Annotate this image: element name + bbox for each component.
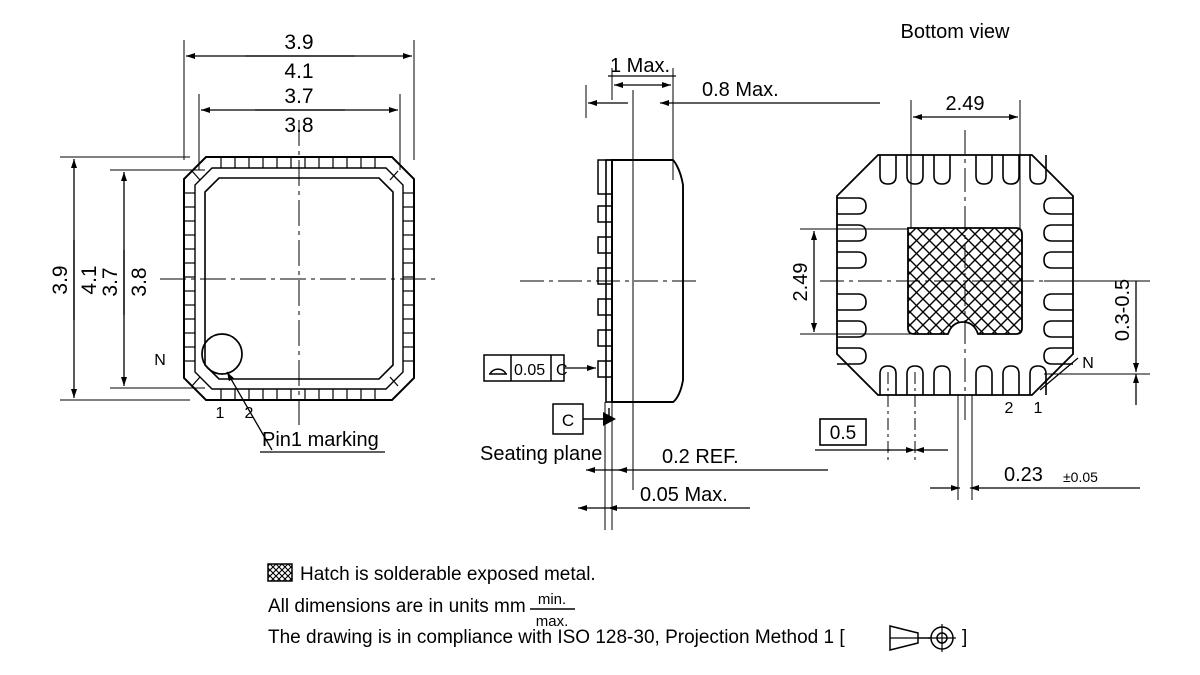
pin1-marking-label: Pin1 marking bbox=[262, 429, 379, 451]
top-body-height-max-label: 3.8 bbox=[128, 267, 151, 296]
bottom-dim-pad-height: 2.49 bbox=[790, 228, 916, 335]
notes-group: Hatch is solderable exposed metal. All d… bbox=[267, 563, 967, 652]
bottom-pads-bottom bbox=[879, 365, 1047, 395]
side-dim-standoff: 0.05 Max. bbox=[578, 484, 750, 511]
units-note-label: All dimensions are in units mm bbox=[268, 596, 526, 617]
package-body-outline bbox=[204, 177, 394, 380]
top-body-height-min-label: 3.7 bbox=[99, 267, 122, 296]
bottom-pads-right bbox=[1043, 197, 1073, 365]
min-label: min. bbox=[538, 591, 566, 608]
top-view-leads-right bbox=[403, 192, 414, 362]
bottom-dim-pad-width: 2.49 bbox=[910, 93, 1021, 235]
top-dim-outer-width: 3.9 4.1 bbox=[183, 31, 415, 160]
bottom-pad-height-label: 2.49 bbox=[790, 263, 812, 302]
side-dim-body-height: 0.8 Max. bbox=[585, 79, 880, 118]
top-view-pin-1-label: 1 bbox=[216, 405, 225, 422]
datum-c-symbol: C bbox=[552, 403, 616, 435]
lead-ref-label: 0.2 REF. bbox=[662, 446, 739, 468]
side-lead-pads bbox=[597, 159, 613, 378]
fcf-tolerance-label: 0.05 bbox=[514, 362, 545, 379]
lead-width-tolerance-label: ±0.05 bbox=[1063, 469, 1098, 485]
bottom-dim-lead-length: 0.3-0.5 bbox=[1044, 279, 1150, 405]
top-dim-body-height: 3.7 3.8 bbox=[99, 169, 205, 389]
iso-note-label: The drawing is in compliance with ISO 12… bbox=[268, 627, 845, 648]
hatch-note-label: Hatch is solderable exposed metal. bbox=[300, 564, 596, 585]
top-body-width-min-label: 3.7 bbox=[284, 85, 313, 108]
top-view-leads-bottom bbox=[220, 389, 376, 400]
bottom-lead-length-label: 0.3-0.5 bbox=[1112, 279, 1134, 341]
top-dim-outer-height: 3.9 4.1 bbox=[49, 156, 190, 401]
fcf-datum-label: C bbox=[556, 362, 568, 379]
bottom-view-group: Bottom view 2.49 2.49 bbox=[790, 21, 1150, 500]
top-width-max-label: 4.1 bbox=[284, 60, 313, 83]
pitch-label: 0.5 bbox=[830, 423, 856, 444]
package-outline-outer bbox=[183, 156, 415, 401]
bottom-dim-pitch: 0.5 bbox=[815, 372, 948, 462]
top-width-min-label: 3.9 bbox=[284, 31, 313, 54]
hatch-swatch-icon bbox=[267, 563, 293, 582]
top-height-max-label: 4.1 bbox=[78, 265, 101, 294]
bottom-view-pin-1-label: 1 bbox=[1034, 400, 1043, 417]
top-view-group: 3.9 4.1 3.7 3.8 3.9 4.1 3.7 bbox=[49, 31, 440, 453]
first-angle-projection-icon bbox=[889, 624, 956, 652]
lead-width-label: 0.23 bbox=[1004, 464, 1043, 486]
top-view-corner-ticks bbox=[191, 170, 399, 387]
top-view-pin-2-label: 2 bbox=[245, 405, 254, 422]
pin1-marking-circle bbox=[201, 333, 243, 375]
bottom-view-pin-2-label: 2 bbox=[1005, 400, 1014, 417]
side-view-group: 1 Max. 0.8 Max. bbox=[480, 55, 880, 530]
pin1-leader-line bbox=[226, 371, 273, 451]
bottom-pads-left bbox=[837, 197, 867, 365]
feature-control-frame: 0.05 C bbox=[483, 354, 596, 382]
top-height-min-label: 3.9 bbox=[49, 265, 72, 294]
bottom-pad-width-label: 2.49 bbox=[946, 93, 985, 115]
side-body-height-label: 0.8 Max. bbox=[702, 79, 779, 101]
bottom-view-title: Bottom view bbox=[901, 21, 1010, 43]
coplanarity-arc-icon bbox=[489, 368, 507, 375]
bottom-pads-top bbox=[879, 155, 1047, 185]
bottom-dim-lead-width: 0.23 ±0.05 bbox=[930, 395, 1140, 500]
side-total-height-label: 1 Max. bbox=[610, 55, 670, 77]
bottom-view-pin-n-label: N bbox=[1082, 355, 1094, 372]
datum-letter-label: C bbox=[562, 411, 574, 430]
top-view-pin-n-label: N bbox=[154, 352, 166, 369]
standoff-label: 0.05 Max. bbox=[640, 484, 728, 506]
max-label: max. bbox=[536, 613, 569, 630]
side-dim-total-height: 1 Max. bbox=[608, 55, 676, 100]
top-view-leads-top bbox=[220, 157, 376, 168]
iso-note-close-label: ] bbox=[962, 627, 967, 648]
package-outline-ring bbox=[194, 167, 404, 390]
top-view-leads-left bbox=[184, 192, 195, 362]
seating-plane-label: Seating plane bbox=[480, 443, 602, 465]
side-body-profile bbox=[611, 159, 684, 403]
side-dim-lead-ref: 0.2 REF. bbox=[586, 402, 828, 530]
